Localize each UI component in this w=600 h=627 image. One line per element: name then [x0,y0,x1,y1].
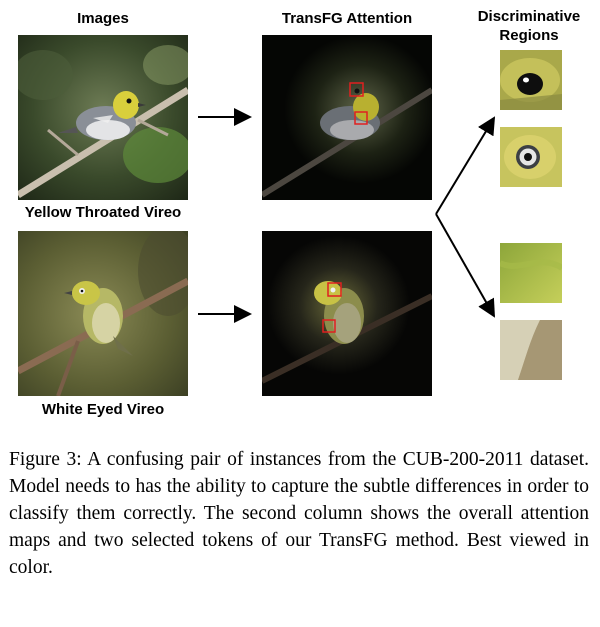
region-crop-white-eye [500,127,562,187]
yellow-throated-vireo-photo [18,35,188,200]
yellow-throated-vireo-attention-map [262,35,432,200]
region-crop-white-belly [500,320,562,380]
yellow-throated-vireo-label: Yellow Throated Vireo [24,204,182,221]
white-eyed-vireo-label: White Eyed Vireo [41,401,165,418]
flow-arrows [198,108,496,323]
arrow-to-region-top [435,116,496,215]
attention-column-title: TransFG Attention [281,10,413,27]
figure-caption: Figure 3: A confusing pair of instances … [9,449,589,578]
region-crop-yellow-eye [500,50,562,110]
images-column-title: Images [77,10,129,27]
white-eyed-vireo-photo [18,231,188,396]
attention-box-body-2 [322,319,336,333]
regions-column-title: Discriminative Regions [477,8,581,44]
attention-box-eye [349,82,364,97]
attention-box-eye-2 [327,282,342,297]
region-crop-yellow-throat [500,243,562,303]
white-eyed-vireo-attention-map [262,231,432,396]
arrow-to-region-bottom [435,213,495,318]
attention-box-throat [354,111,368,125]
